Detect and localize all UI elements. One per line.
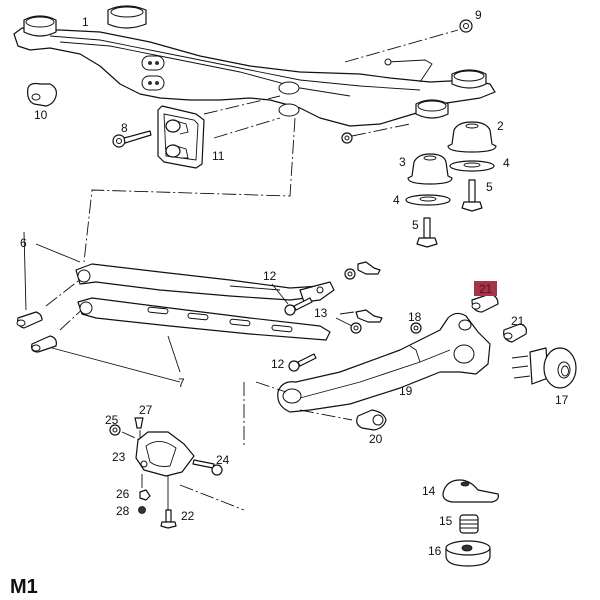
- callout-21b: 21: [511, 314, 525, 328]
- callout-5b: 5: [412, 218, 419, 232]
- callout-27: 27: [139, 403, 153, 417]
- knuckle-bushing-highlighted[interactable]: [471, 293, 499, 313]
- spring-pad[interactable]: [445, 540, 491, 567]
- callout-14: 14: [422, 484, 436, 498]
- mount-bolt[interactable]: [112, 130, 152, 148]
- lower-control-arm[interactable]: [77, 297, 331, 341]
- callout-16: 16: [428, 544, 442, 558]
- upper-mount-bushing[interactable]: [150, 0, 497, 153]
- callout-15: 15: [439, 514, 453, 528]
- callout-18: 18: [408, 310, 422, 324]
- bolt-left[interactable]: [416, 217, 438, 248]
- arm-bolt-lower[interactable]: [288, 353, 317, 372]
- callout-12a: 12: [263, 269, 277, 283]
- rear-axle-crossmember[interactable]: [13, 5, 496, 127]
- washer-left[interactable]: [405, 194, 451, 206]
- bracket-nut[interactable]: [109, 424, 121, 436]
- callout-26: 26: [116, 487, 130, 501]
- screw[interactable]: [134, 417, 144, 429]
- link-bushing-upper[interactable]: [16, 311, 43, 329]
- small-nut[interactable]: [138, 506, 146, 514]
- mounting-plate[interactable]: [157, 105, 205, 169]
- callout-6: 6: [20, 236, 27, 250]
- trailing-arm-bushing[interactable]: [356, 409, 387, 431]
- callout-9: 9: [475, 8, 482, 22]
- spring-seat[interactable]: [442, 479, 499, 503]
- callout-21-highlighted[interactable]: 21: [474, 281, 498, 296]
- bracket-bolt[interactable]: [160, 509, 177, 529]
- cam-washer-upper[interactable]: [344, 261, 381, 280]
- arm-bolt-upper[interactable]: [284, 297, 313, 316]
- wheel-hub[interactable]: [511, 347, 577, 389]
- crossmember-nut[interactable]: [341, 132, 353, 144]
- bump-stop[interactable]: [459, 514, 479, 534]
- callout-1: 1: [82, 15, 89, 29]
- callout-24: 24: [216, 453, 230, 467]
- knuckle-bushing[interactable]: [503, 323, 527, 343]
- nut-small[interactable]: [410, 322, 422, 334]
- callout-13: 13: [314, 306, 328, 320]
- callout-25: 25: [105, 413, 119, 427]
- callout-22: 22: [181, 509, 195, 523]
- lower-mount-bushing[interactable]: [407, 153, 453, 185]
- callout-23: 23: [112, 450, 126, 464]
- callout-5a: 5: [486, 180, 493, 194]
- callout-2: 2: [497, 119, 504, 133]
- callout-10: 10: [34, 108, 48, 122]
- callout-17: 17: [555, 393, 569, 407]
- trailing-arm[interactable]: [277, 312, 491, 413]
- callout-28: 28: [116, 504, 130, 518]
- callout-8: 8: [121, 121, 128, 135]
- crossmember-bushing[interactable]: [27, 82, 57, 107]
- bolt-right[interactable]: [461, 179, 483, 212]
- bracket-through-bolt[interactable]: [192, 459, 223, 476]
- cam-washer-nut[interactable]: [350, 309, 383, 334]
- diagram-title: M1: [10, 576, 38, 598]
- callout-12b: 12: [271, 357, 285, 371]
- callout-4b: 4: [393, 193, 400, 207]
- mounting-bracket[interactable]: [135, 431, 195, 477]
- link-bushing-lower[interactable]: [31, 335, 57, 353]
- callout-20: 20: [369, 432, 383, 446]
- clip[interactable]: [139, 489, 151, 501]
- callout-3: 3: [399, 155, 406, 169]
- upper-link-arm[interactable]: [75, 263, 323, 301]
- arm-end-bracket[interactable]: [299, 281, 335, 303]
- nut[interactable]: [459, 19, 473, 33]
- callout-11: 11: [212, 149, 225, 163]
- callout-19: 19: [399, 384, 413, 398]
- washer-right[interactable]: [449, 160, 495, 172]
- callout-4a: 4: [503, 156, 510, 170]
- callout-7: 7: [178, 376, 185, 390]
